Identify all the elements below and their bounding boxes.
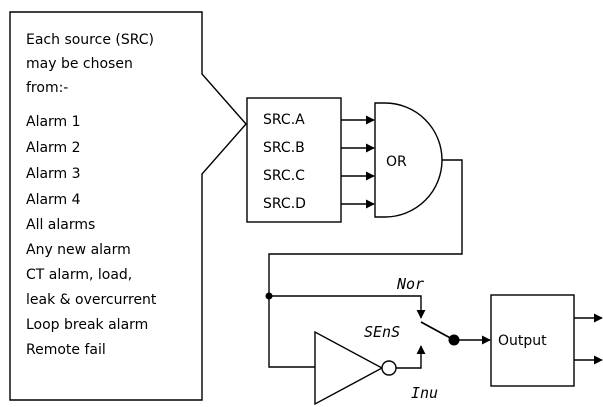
source-option: leak & overcurrent [26, 292, 157, 308]
source-label-b: SRC.B [263, 140, 305, 156]
gate-output-wire [268, 159, 463, 296]
or-gate-label: OR [386, 154, 407, 170]
source-option: Alarm 3 [26, 166, 81, 182]
source-label-c: SRC.C [263, 168, 305, 184]
output-label: Output [498, 333, 547, 349]
source-option: CT alarm, load, [26, 267, 132, 283]
callout-text: Each source (SRC) may be chosen from:- A… [26, 32, 157, 358]
source-option: Remote fail [26, 342, 106, 358]
inverted-path-wire [396, 345, 426, 369]
source-label-d: SRC.D [263, 196, 306, 212]
callout-box [9, 11, 247, 401]
source-option: Any new alarm [26, 242, 131, 258]
callout-heading-line: may be chosen [26, 56, 133, 72]
source-option: Alarm 4 [26, 192, 81, 208]
inverter-bubble [381, 360, 397, 376]
source-block [246, 97, 342, 223]
normal-path-wire [269, 295, 426, 319]
source-option: Alarm 2 [26, 140, 81, 156]
selector-switch-arm [420, 321, 455, 341]
source-option: Loop break alarm [26, 317, 148, 333]
inverter-triangle [314, 330, 384, 406]
sense-mode-label: SEnS [364, 323, 400, 341]
output-block [490, 294, 575, 387]
source-label-a: SRC.A [263, 112, 305, 128]
switch-pivot [448, 334, 460, 346]
or-gate [374, 102, 443, 218]
source-option: Alarm 1 [26, 114, 81, 130]
inverter-input-wire [268, 296, 315, 368]
callout-heading-line: from:- [26, 80, 68, 96]
source-option: All alarms [26, 217, 95, 233]
inverted-mode-label: Inu [411, 384, 438, 402]
callout-heading-line: Each source (SRC) [26, 32, 154, 48]
normal-mode-label: Nor [396, 275, 424, 293]
